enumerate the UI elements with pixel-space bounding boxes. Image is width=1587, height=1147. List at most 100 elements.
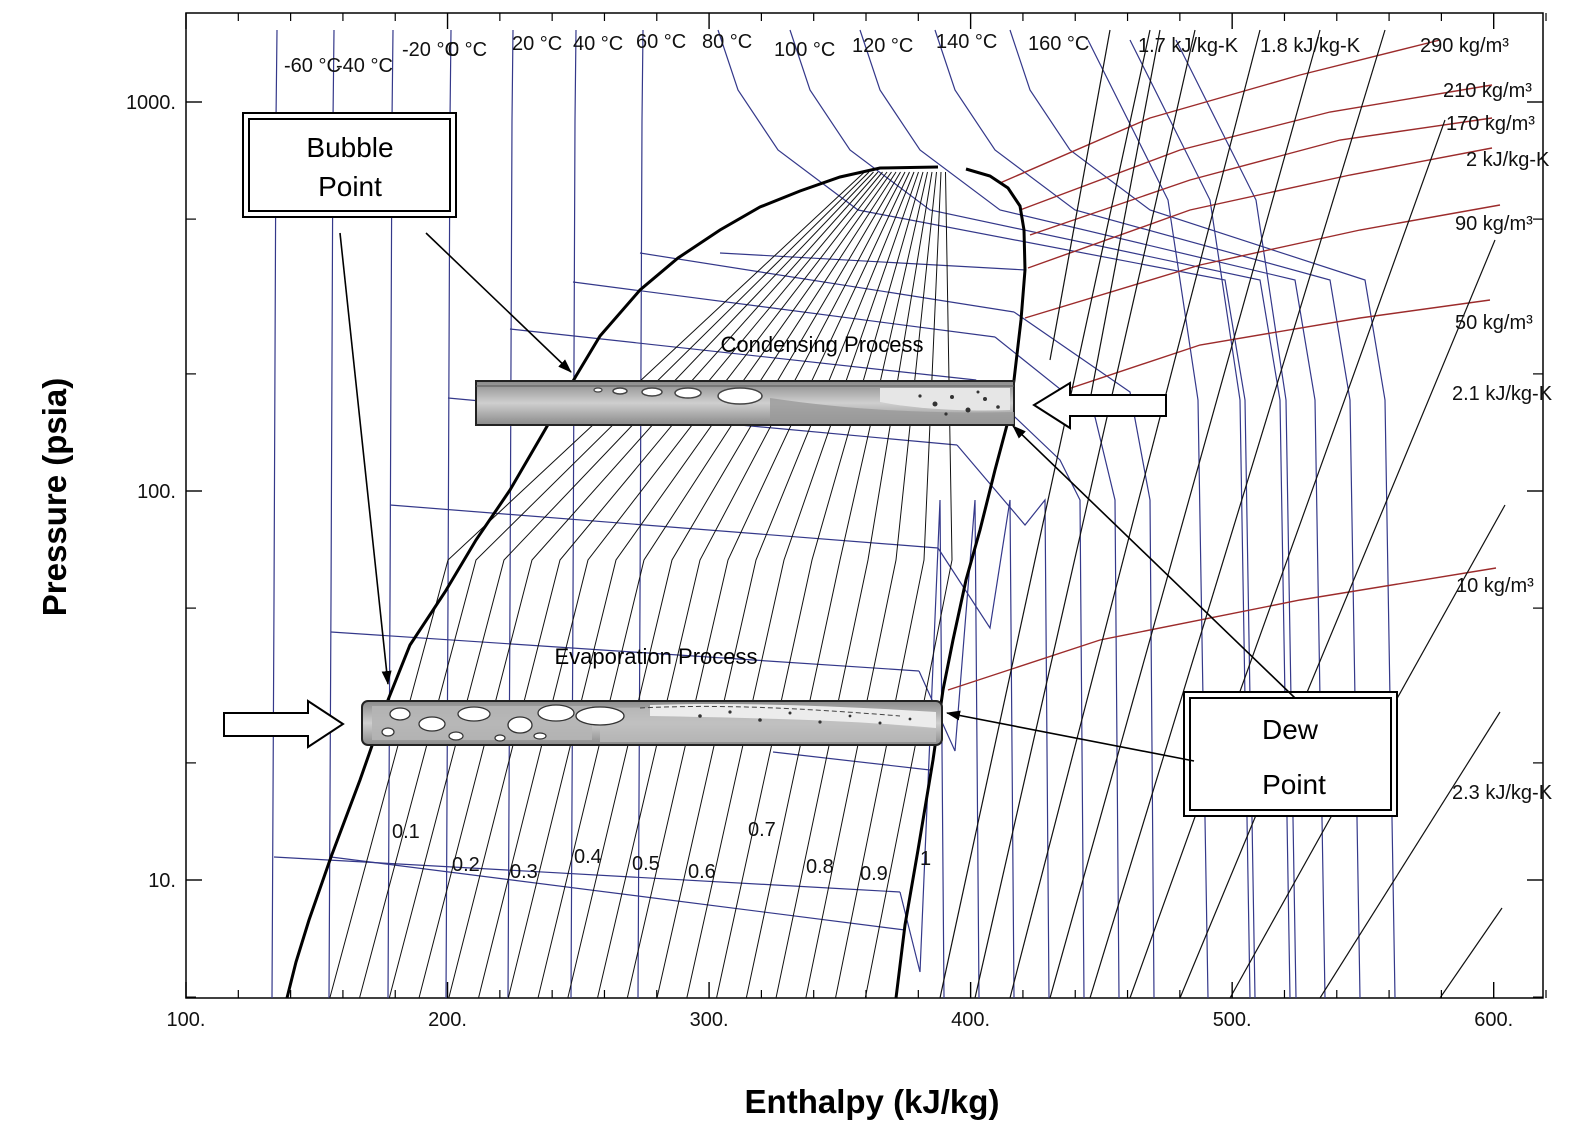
isotherm-line (570, 29, 577, 998)
entropy-line (974, 29, 1196, 998)
quality-line (864, 171, 953, 998)
isotherm-line (934, 29, 1361, 998)
isotherm-line (572, 281, 996, 338)
quality-line (567, 171, 901, 998)
entropy-line (1089, 29, 1161, 401)
dew-arrow-lower (946, 710, 1195, 762)
quality-line (329, 171, 865, 998)
quality-label: 0.3 (510, 861, 538, 883)
quality-line (507, 171, 892, 998)
bubble-arrow-lower (339, 232, 392, 685)
isotherm-line (330, 631, 920, 672)
isotherm-line (1013, 311, 1155, 998)
dew-point-line1: Dew (1262, 714, 1319, 745)
isotherm-line (509, 328, 977, 381)
isotherm-line (639, 252, 1015, 313)
quality-line (745, 171, 928, 998)
isotherm-label: -20 °C (402, 39, 459, 61)
isotherm-line (994, 336, 1120, 998)
quality-line (805, 171, 937, 998)
entropy-label: 2.1 kJ/kg-K (1452, 383, 1553, 405)
isotherm-line (719, 252, 1027, 271)
x-tick-label: 600. (1474, 1009, 1513, 1031)
entropy-line (1049, 29, 1321, 998)
bubble-point-line2: Point (318, 171, 382, 202)
evaporation-process-label: Evaporation Process (555, 644, 758, 669)
condensing-tube (475, 380, 1015, 426)
entropy-line (1009, 29, 1261, 998)
isotherm-label: -40 °C (336, 55, 393, 77)
isotherm-line (975, 379, 1085, 998)
isotherm-label: 120 °C (852, 35, 913, 57)
entropy-line (1439, 907, 1503, 998)
dew-point-box: Dew Point (1183, 691, 1398, 817)
density-lines (947, 39, 1501, 691)
quality-line (388, 171, 874, 998)
dew-point-line2: Point (1262, 769, 1326, 800)
quality-line (686, 171, 919, 998)
tick-labels: 100.200.300.400.500.600.1000.100.10. (126, 92, 1513, 1031)
x-axis-title: Enthalpy (kJ/kg) (745, 1083, 1000, 1120)
density-label: 10 kg/m³ (1456, 575, 1534, 597)
quality-line (597, 171, 906, 998)
density-label: 90 kg/m³ (1455, 213, 1533, 235)
density-line (1029, 117, 1493, 236)
quality-label: 0.8 (806, 856, 834, 878)
saturated-liquid-line (285, 165, 939, 998)
isotherm-line (789, 29, 1291, 998)
bubble-point-line1: Bubble (306, 132, 393, 163)
quality-label: 0.7 (748, 819, 776, 841)
isotherm-label: 80 °C (702, 31, 752, 53)
isotherm-label: 0 °C (448, 39, 487, 61)
isotherm-line (271, 29, 278, 998)
quality-line (478, 171, 888, 998)
y-tick-label: 10. (148, 870, 176, 892)
quality-label: 0.4 (574, 846, 602, 868)
quality-line (537, 171, 897, 998)
y-axis-title: Pressure (psia) (36, 378, 73, 616)
isotherm-label: 160 °C (1028, 33, 1089, 55)
entropy-label: 2 kJ/kg-K (1466, 149, 1550, 171)
entropy-label: 1.8 kJ/kg-K (1260, 35, 1361, 57)
entropy-line (1179, 239, 1496, 998)
density-line (947, 567, 1497, 691)
isotherm-line (956, 444, 1050, 998)
condensing-inlet-arrow (1032, 381, 1167, 430)
quality-line (448, 171, 883, 998)
quality-label: 0.9 (860, 863, 888, 885)
quality-label: 0.5 (632, 853, 660, 875)
x-tick-label: 100. (167, 1009, 206, 1031)
density-line (1024, 204, 1501, 319)
isotherm-line (1087, 39, 1209, 998)
x-tick-label: 200. (428, 1009, 467, 1031)
evaporation-tube (361, 700, 943, 746)
dew-arrow-upper (1012, 425, 1296, 699)
quality-line (626, 171, 910, 998)
density-label: 170 kg/m³ (1446, 113, 1535, 135)
quality-lines (329, 171, 953, 998)
quality-line (716, 171, 924, 998)
isotherm-label: 20 °C (512, 33, 562, 55)
axis-ticks (185, 13, 1547, 998)
entropy-line (1089, 29, 1386, 998)
isotherm-line (387, 29, 394, 998)
quality-label: 1 (920, 848, 931, 870)
entropy-line (939, 29, 1151, 998)
x-tick-label: 300. (690, 1009, 729, 1031)
quality-line (835, 171, 942, 998)
isotherm-line (328, 29, 335, 998)
isotherm-line (637, 29, 644, 998)
quality-line (418, 171, 879, 998)
isotherm-line (1129, 39, 1251, 998)
isotherm-label: 140 °C (936, 31, 997, 53)
plot-frame (185, 12, 1544, 999)
density-line (1064, 299, 1491, 391)
entropy-line (1319, 711, 1501, 998)
density-line (1027, 147, 1493, 269)
entropy-label: 1.7 kJ/kg-K (1138, 35, 1239, 57)
isotherm-line (330, 856, 906, 931)
isotherm-line (507, 29, 514, 998)
entropy-line (1049, 29, 1111, 361)
